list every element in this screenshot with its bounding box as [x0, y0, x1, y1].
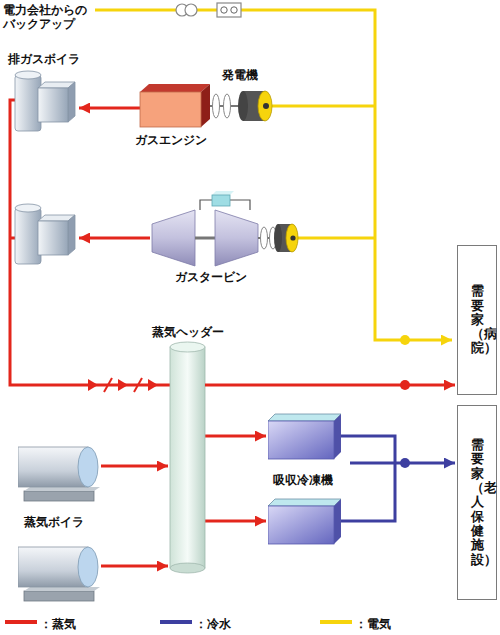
consumer-box: 需要家（老人保健施設）: [457, 405, 497, 600]
legend-entry: ：蒸気: [5, 613, 76, 633]
legend-text: ：電気: [355, 617, 391, 631]
steam-boiler: [18, 547, 100, 601]
flow-connector: [350, 462, 455, 465]
legend-swatch: [5, 620, 37, 624]
node-text: 需要家（老人保健施設）: [471, 438, 484, 567]
meter-symbol: [217, 3, 241, 17]
chilled-water-lines: [340, 436, 395, 521]
steam-lines: [10, 100, 266, 566]
legend-entry: ：冷水: [160, 613, 231, 633]
part-label: 蒸気ボイラ: [24, 515, 84, 529]
exhaust-boiler: [15, 204, 75, 264]
part-label: 電力会社からの バックアップ: [3, 3, 93, 32]
node-text: 蒸気ヘッダー: [152, 324, 224, 341]
flow-connector: [205, 384, 455, 387]
exhaust-boiler: [15, 71, 75, 131]
transformer-symbol: [176, 4, 197, 16]
flow-marks: [88, 378, 158, 392]
power-lines: [95, 10, 452, 340]
legend-swatch: [320, 620, 352, 624]
legend-text: ：冷水: [195, 617, 231, 631]
legend-entry: ：電気: [320, 613, 391, 633]
consumer-box: 需要家（病院）: [457, 245, 497, 395]
node-text: 吸収冷凍機: [273, 472, 333, 489]
steam-header-node: 蒸気ヘッダー: [170, 347, 205, 568]
gas-engine: [140, 84, 210, 127]
part-label: ガスタービン: [175, 270, 247, 284]
gas-turbine: [152, 191, 298, 266]
part-label: ガスエンジン: [135, 133, 207, 147]
part-label: 排ガスボイラ: [8, 52, 80, 66]
absorption-chiller: [268, 499, 341, 544]
absorption-chiller: [268, 414, 341, 459]
steam-header: [170, 342, 205, 573]
junction-dot: [400, 335, 410, 345]
legend-swatch: [160, 620, 192, 624]
steam-boiler: [18, 447, 100, 501]
node-text: 需要家（病院）: [471, 284, 484, 355]
part-label: 発電機: [222, 68, 258, 82]
legend-text: ：蒸気: [40, 617, 76, 631]
generator: [210, 91, 272, 121]
chiller-group: 吸収冷凍機: [255, 413, 350, 548]
